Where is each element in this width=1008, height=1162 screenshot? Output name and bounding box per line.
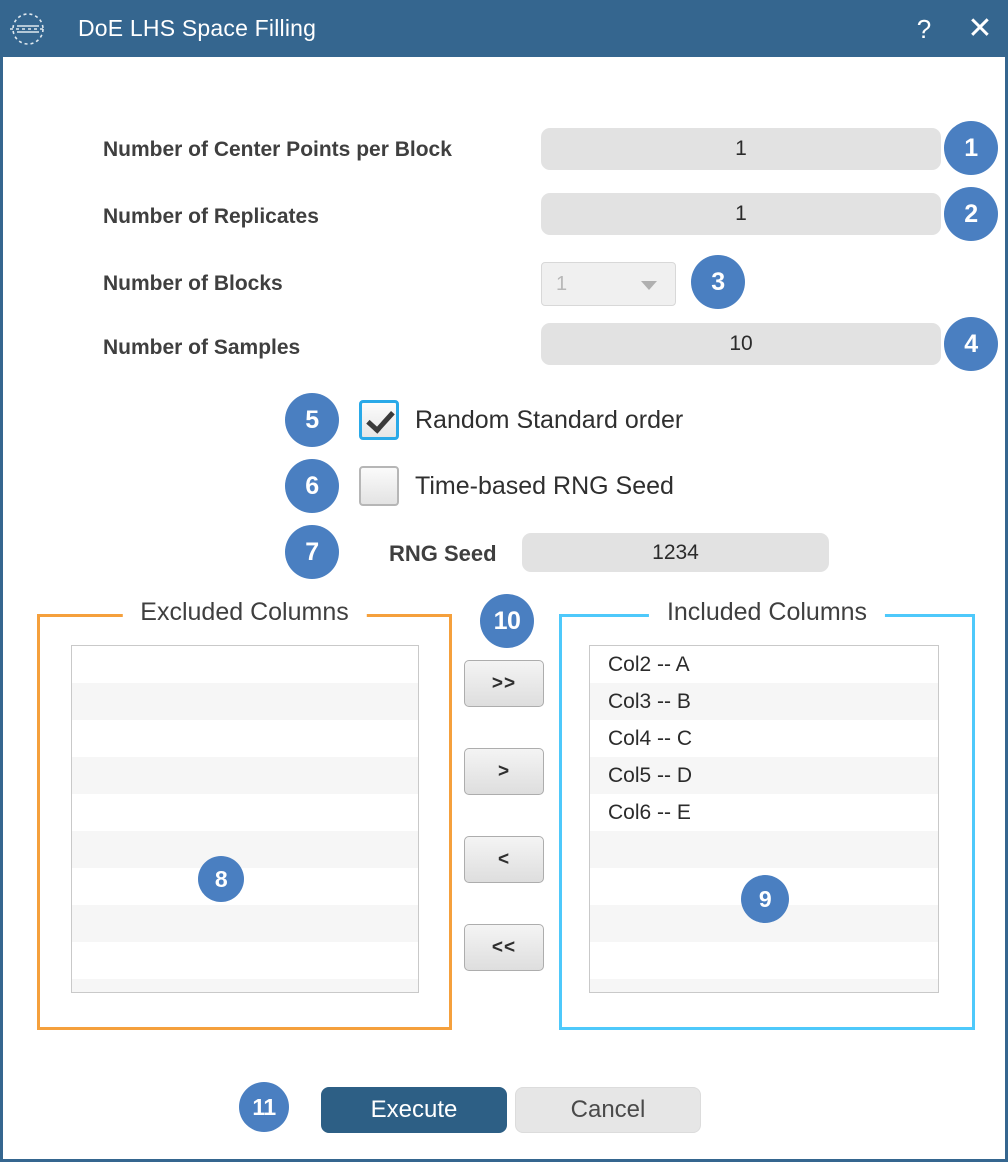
badge-3: 3 xyxy=(691,255,745,309)
blocks-dropdown[interactable]: 1 xyxy=(541,262,676,306)
target-crosshair-icon xyxy=(0,0,56,57)
included-columns-group: Included Columns xyxy=(559,598,975,1030)
rng-seed-label: RNG Seed xyxy=(389,541,497,566)
move-right-button[interactable]: > xyxy=(464,748,544,795)
samples-input[interactable]: 10 xyxy=(541,323,941,365)
excluded-columns-group: Excluded Columns xyxy=(37,598,452,1030)
list-row-empty xyxy=(72,794,418,831)
center-points-input[interactable]: 1 xyxy=(541,128,941,170)
execute-button[interactable]: Execute xyxy=(321,1087,507,1133)
help-button[interactable]: ? xyxy=(916,13,932,44)
list-row-empty xyxy=(72,646,418,683)
list-row-empty xyxy=(72,720,418,757)
list-row-empty xyxy=(72,683,418,720)
time-based-rng-seed-row[interactable]: Time-based RNG Seed xyxy=(359,466,674,506)
badge-11: 11 xyxy=(239,1082,289,1132)
cancel-button[interactable]: Cancel xyxy=(515,1087,701,1133)
time-based-rng-seed-checkbox[interactable] xyxy=(359,466,399,506)
rng-seed-input[interactable]: 1234 xyxy=(522,533,829,572)
list-row-empty xyxy=(72,905,418,942)
window-title: DoE LHS Space Filling xyxy=(78,15,317,41)
chevron-down-icon xyxy=(641,281,657,290)
random-standard-order-checkbox[interactable] xyxy=(359,400,399,440)
close-button[interactable]: ✕ xyxy=(967,11,993,45)
random-standard-order-row[interactable]: Random Standard order xyxy=(359,400,683,440)
excluded-columns-title: Excluded Columns xyxy=(122,598,367,627)
replicates-input[interactable]: 1 xyxy=(541,193,941,235)
random-standard-order-label: Random Standard order xyxy=(415,405,684,434)
blocks-dropdown-value: 1 xyxy=(556,272,568,295)
badge-8: 8 xyxy=(198,856,244,902)
list-item[interactable]: Col6 -- E xyxy=(590,794,938,831)
list-item[interactable]: Col5 -- D xyxy=(590,757,938,794)
list-row-empty xyxy=(72,831,418,868)
excluded-columns-list[interactable] xyxy=(71,645,419,993)
list-row-empty xyxy=(72,979,418,992)
move-all-left-button[interactable]: << xyxy=(464,924,544,971)
title-bar: DoE LHS Space Filling ? ✕ xyxy=(0,0,1008,57)
move-left-button[interactable]: < xyxy=(464,836,544,883)
label-center-points: Number of Center Points per Block xyxy=(103,138,452,161)
list-row-empty xyxy=(590,979,938,992)
list-row-empty xyxy=(72,868,418,905)
included-columns-title: Included Columns xyxy=(648,598,886,627)
badge-2: 2 xyxy=(944,187,998,241)
label-blocks: Number of Blocks xyxy=(103,272,283,295)
badge-7: 7 xyxy=(285,525,339,579)
badge-4: 4 xyxy=(944,317,998,371)
list-item[interactable]: Col4 -- C xyxy=(590,720,938,757)
badge-10: 10 xyxy=(480,594,534,648)
list-row-empty xyxy=(72,757,418,794)
badge-9: 9 xyxy=(741,875,789,923)
badge-5: 5 xyxy=(285,393,339,447)
list-row-empty xyxy=(590,942,938,979)
badge-6: 6 xyxy=(285,459,339,513)
badge-1: 1 xyxy=(944,121,998,175)
time-based-rng-seed-label: Time-based RNG Seed xyxy=(415,471,674,500)
list-item[interactable]: Col3 -- B xyxy=(590,683,938,720)
label-replicates: Number of Replicates xyxy=(103,205,319,228)
move-all-right-button[interactable]: >> xyxy=(464,660,544,707)
list-row-empty xyxy=(590,831,938,868)
label-samples: Number of Samples xyxy=(103,336,301,359)
list-item[interactable]: Col2 -- A xyxy=(590,646,938,683)
list-row-empty xyxy=(72,942,418,979)
